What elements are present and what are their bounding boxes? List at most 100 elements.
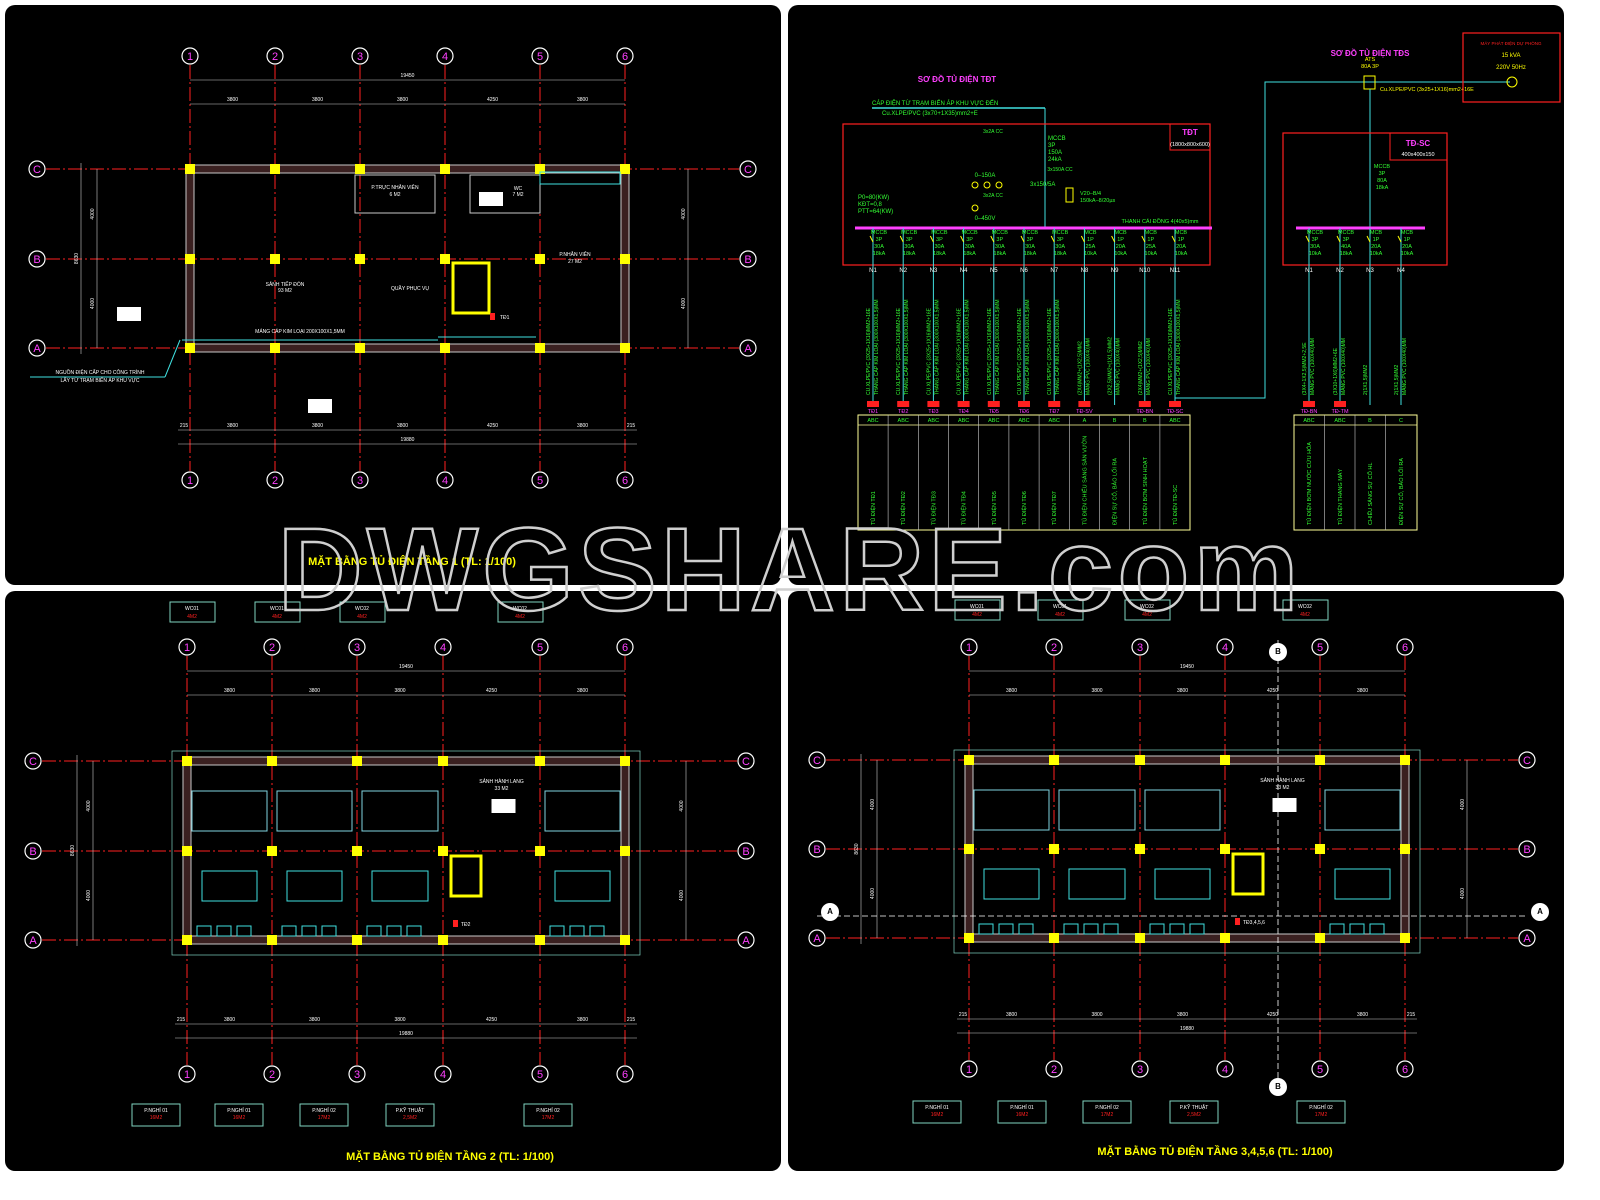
feeder-cable: (2X2,5)MM2+(1X1,5)MM2 <box>1108 337 1114 395</box>
axis-bubble <box>1396 1060 1414 1078</box>
breaker-type: MCCB <box>901 230 918 236</box>
feeder-cable: (3X10+1X6)MM2+6E <box>1333 347 1339 395</box>
axis-bubble <box>434 1065 452 1083</box>
axis-bubble <box>737 842 755 860</box>
voltmeter-icon <box>971 204 979 212</box>
wall-bottom <box>968 933 1406 943</box>
feeder-tray: THANG CÁP KIM LOẠI (300X100X1,5)MM <box>1054 300 1061 396</box>
dimension-text: 3800 <box>577 1017 588 1023</box>
tdsc-breaker-text: 3P <box>1379 171 1386 177</box>
bed <box>983 868 1040 900</box>
feeder-phase: ABC <box>1303 418 1314 424</box>
breaker-ka: 10kA <box>1175 251 1188 257</box>
tdsc-breaker-text: 18kA <box>1376 185 1389 191</box>
dimension-text: 3800 <box>227 423 238 429</box>
structural-column <box>1315 844 1325 854</box>
axis-bubble <box>616 47 634 65</box>
room-tag <box>497 601 544 623</box>
elevator-shaft <box>449 854 483 898</box>
axis-label: C <box>744 164 752 176</box>
feeder-tray: MÁNG PVC (100X40)MM <box>1145 338 1152 395</box>
axis-bubble <box>737 931 755 949</box>
structural-column <box>355 164 365 174</box>
breaker-poles: 3P <box>1027 237 1034 243</box>
chair <box>978 923 994 935</box>
dimension-text: 19880 <box>1180 1026 1194 1032</box>
room-tag <box>1082 1100 1132 1124</box>
axis-label: 1 <box>966 1064 972 1076</box>
axis-label: 5 <box>537 1069 543 1081</box>
tdt-title: SƠ ĐỒ TỦ ĐIỆN TĐT <box>918 74 996 84</box>
axis-label: 5 <box>537 642 543 654</box>
feeder-description: TỦ ĐIỆN TĐ6 <box>1020 491 1028 525</box>
structural-column <box>620 756 630 766</box>
room-tag-name: P.NGHỈ 01 <box>144 1107 168 1114</box>
axis-label: C <box>33 164 41 176</box>
structural-column <box>1400 755 1410 765</box>
axis-bubble <box>28 339 46 357</box>
source-note: LẤY TỪ TRẠM BIẾN ÁP KHU VỰC <box>60 377 139 384</box>
sub-panel-icon <box>1078 401 1091 407</box>
feeder-phase: ABC <box>1334 418 1345 424</box>
dimension-text: 3800 <box>227 97 238 103</box>
sub-panel-icon <box>1169 401 1181 407</box>
spd-label: V20–B/4 <box>1080 191 1101 197</box>
sub-panel-label: TĐ3 <box>928 409 938 415</box>
wall-bottom <box>189 343 626 353</box>
wc-fixture <box>191 790 268 832</box>
axis-bubble <box>436 47 454 65</box>
room-tag-area: 4M2 <box>972 612 982 618</box>
chair <box>1083 923 1099 935</box>
dimension-text: 4250 <box>487 423 498 429</box>
dimension-text: 3800 <box>1091 688 1102 694</box>
breaker-icon <box>1020 235 1025 243</box>
axis-label: A <box>33 343 41 355</box>
drawing-title: MẶT BẰNG TỦ ĐIỆN TẦNG 3,4,5,6 (TL: 1/100… <box>1097 1145 1333 1158</box>
axis-bubble <box>178 638 196 656</box>
axis-bubble <box>808 840 826 858</box>
feeder-phase: ABC <box>1018 418 1029 424</box>
section-mark-label: A <box>827 907 833 916</box>
sub-panel-icon <box>897 401 910 407</box>
panel-td1-marker <box>490 313 495 320</box>
axis-bubble <box>351 471 369 489</box>
breaker-type: MCB <box>1370 230 1383 236</box>
sub-panel-label: TĐ-SV <box>1076 409 1093 415</box>
fuse-label: 3x2A CC <box>983 129 1003 135</box>
structural-column <box>1315 933 1325 943</box>
structural-column <box>620 846 630 856</box>
leader-line <box>164 339 181 378</box>
breaker-ka: 18kA <box>933 251 946 257</box>
axis-bubble <box>616 1065 634 1083</box>
breaker-poles: 1P <box>1087 237 1094 243</box>
room-wall <box>354 174 436 214</box>
ammeter-icon <box>971 181 979 189</box>
generator-text: 15 kVA <box>1502 53 1521 59</box>
structural-column <box>440 343 450 353</box>
bed <box>371 870 429 902</box>
room-tag-name: WC01 <box>1053 604 1067 610</box>
dimension-text: 4000 <box>679 800 685 811</box>
room-tag-name: P.NGHỈ 02 <box>1095 1104 1119 1111</box>
axis-label: 3 <box>354 642 360 654</box>
feeder-number: N6 <box>1020 268 1028 274</box>
sub-panel-icon <box>957 401 970 407</box>
axis-label: B <box>1523 844 1530 856</box>
chair <box>301 925 317 937</box>
wc-fixture <box>276 790 353 832</box>
room-tag <box>214 1103 264 1127</box>
room-tag <box>954 599 1001 621</box>
axis-label: 5 <box>537 51 543 63</box>
breaker-amp: 30A <box>1025 244 1035 250</box>
generator-box <box>1462 32 1561 103</box>
structural-column <box>1049 844 1059 854</box>
axis-label: B <box>742 846 749 858</box>
breaker-type: MCCB <box>961 230 978 236</box>
feeder-cable: CU.XLPE/PVC (3X25+1X16)MM2+16E <box>926 307 932 395</box>
axis-label: 6 <box>622 1069 628 1081</box>
room-name: WC <box>514 186 523 192</box>
block <box>308 399 332 413</box>
room-area: 33 M2 <box>1276 785 1290 791</box>
ammeter-label: 0–150A <box>975 173 996 179</box>
structural-column <box>535 343 545 353</box>
